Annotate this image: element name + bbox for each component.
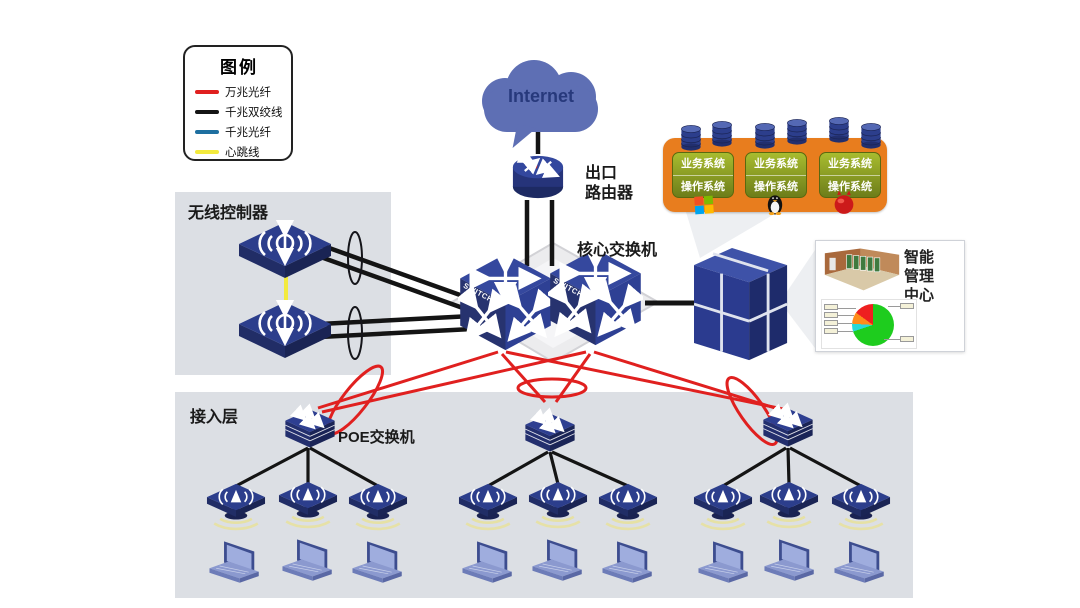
wireless-ap — [455, 482, 521, 532]
database-cylinder — [750, 120, 780, 152]
callout-wedge-mgmt — [780, 250, 815, 348]
server-room-image — [822, 247, 902, 295]
business-systems-block: 业务系统 操作系统 业务系统 操作系统 业务系统 操作系统 — [663, 138, 887, 212]
legend-swatch-1g-fiber — [195, 130, 219, 134]
windows-logo-icon — [693, 194, 715, 216]
legend-title: 图例 — [220, 58, 258, 77]
legend-item-twisted-pair: 千兆双绞线 — [195, 104, 283, 120]
wireless-ap — [595, 482, 661, 532]
exit-router-label: 出口 路由器 — [585, 165, 634, 202]
laptop — [830, 540, 886, 592]
exit-router — [505, 143, 571, 207]
management-center-panel: 智能 管理 中心 — [815, 240, 965, 352]
legend-swatch-10g-fiber — [195, 90, 219, 94]
wireless-ap — [203, 482, 269, 532]
core-switch-2 — [548, 247, 643, 347]
database-cylinder — [824, 114, 854, 146]
pie-chart-panel — [821, 299, 917, 349]
wireless-ap — [828, 482, 894, 532]
laptop — [205, 540, 261, 592]
freebsd-daemon-icon — [831, 190, 857, 216]
linux-tux-icon — [763, 190, 787, 216]
wireless-controller-1 — [235, 220, 335, 284]
poe-switch-2 — [522, 402, 578, 454]
laptop — [528, 538, 584, 590]
database-cylinder — [782, 116, 812, 148]
poe-switch-label: POE交换机 — [338, 429, 415, 446]
business-system-1: 业务系统 操作系统 — [672, 152, 734, 198]
laptop — [458, 540, 514, 592]
laptop — [598, 540, 654, 592]
wireless-ap — [756, 480, 822, 530]
database-cylinder — [676, 122, 706, 154]
fiber-10g-links — [317, 293, 789, 414]
wireless-ap — [345, 482, 411, 532]
link-aggregation-ellipse-top — [347, 231, 363, 285]
callout-wedge-servers — [686, 212, 778, 258]
internet-label: Internet — [507, 86, 574, 106]
access-layer-label: 接入层 — [190, 409, 239, 426]
wireless-ap — [275, 480, 341, 530]
business-system-3: 业务系统 操作系统 — [819, 152, 881, 198]
business-system-2: 业务系统 操作系统 — [745, 152, 807, 198]
laptop — [694, 540, 750, 592]
core-switch-label: 核心交换机 — [577, 242, 658, 259]
laptop — [278, 538, 334, 590]
internet-cloud: Internet — [482, 60, 600, 148]
wireless-controller-label: 无线控制器 — [188, 205, 269, 222]
twisted-pair-links — [235, 126, 862, 488]
link-aggregation-ellipse-bottom — [347, 306, 363, 360]
laptop — [348, 540, 404, 592]
legend-swatch-twisted-pair — [195, 110, 219, 114]
wireless-ap — [525, 480, 591, 530]
database-cylinder — [856, 120, 886, 152]
poe-switch-1 — [282, 398, 338, 450]
legend-item-10g-fiber: 万兆光纤 — [195, 84, 283, 100]
poe-switch-3 — [760, 397, 816, 449]
core-switch-1 — [458, 252, 553, 352]
legend-swatch-heartbeat — [195, 150, 219, 154]
laptop — [760, 538, 816, 590]
legend-item-1g-fiber: 千兆光纤 — [195, 124, 283, 140]
database-cylinder — [707, 118, 737, 150]
legend-item-heartbeat: 心跳线 — [195, 144, 283, 160]
management-center-label: 智能 管理 中心 — [904, 249, 935, 304]
wireless-ap — [690, 482, 756, 532]
server-cluster — [694, 246, 789, 364]
legend-box: 图例 万兆光纤 千兆双绞线 千兆光纤 心跳线 — [183, 45, 293, 161]
wireless-controller-2 — [235, 300, 335, 364]
